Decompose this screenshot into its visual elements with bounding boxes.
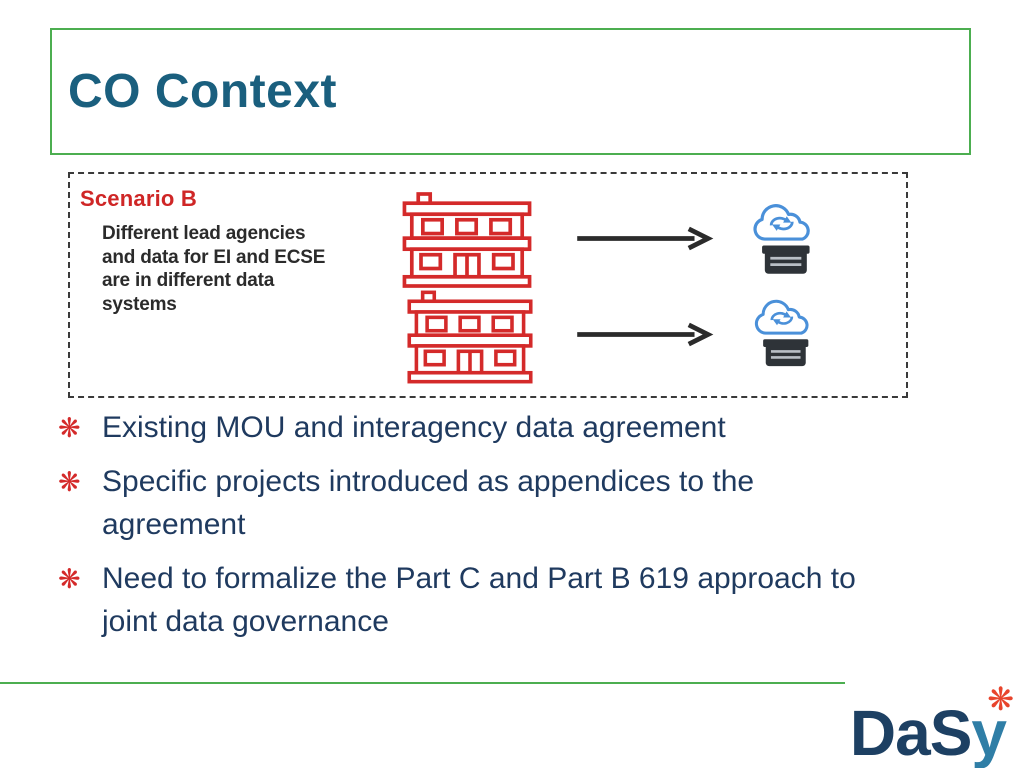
flower-bullet-icon: ❋ (58, 466, 81, 497)
scenario-label: Scenario B (80, 186, 197, 211)
cloud-sync-archive-icon (742, 198, 826, 287)
scenario-description: Different lead agencies and data for EI … (102, 223, 326, 315)
footer-divider-line (0, 682, 845, 684)
arrow-right-icon (575, 322, 715, 352)
slide-title: CO Context (68, 65, 337, 118)
scenario-diagram-box: Scenario B Different lead agencies and d… (68, 172, 908, 398)
bullet-text: Need to formalize the Part C and Part B … (102, 561, 856, 639)
bullet-item: ❋ Need to formalize the Part C and Part … (58, 557, 864, 644)
flower-bullet-icon: ❋ (58, 413, 81, 443)
cloud-sync-archive-icon (744, 294, 824, 379)
bullet-item: ❋ Specific projects introduced as append… (58, 460, 864, 547)
dasy-logo: DaSy ❋ (849, 681, 1014, 768)
logo-text-dark: DaS (849, 696, 972, 768)
bullet-item: ❋ Existing MOU and interagency data agre… (58, 406, 864, 450)
bullet-list: ❋ Existing MOU and interagency data agre… (58, 406, 908, 654)
bullet-text: Specific projects introduced as appendic… (102, 464, 755, 542)
logo-text-light: y (971, 696, 1007, 768)
schoolhouse-building-icon (398, 192, 536, 293)
arrow-right-icon (575, 226, 715, 256)
bullet-text: Existing MOU and interagency data agreem… (102, 411, 726, 444)
schoolhouse-building-icon (403, 290, 537, 389)
flower-bullet-icon: ❋ (58, 563, 81, 594)
flower-icon: ❋ (987, 680, 1014, 717)
title-box: CO Context (50, 28, 971, 155)
